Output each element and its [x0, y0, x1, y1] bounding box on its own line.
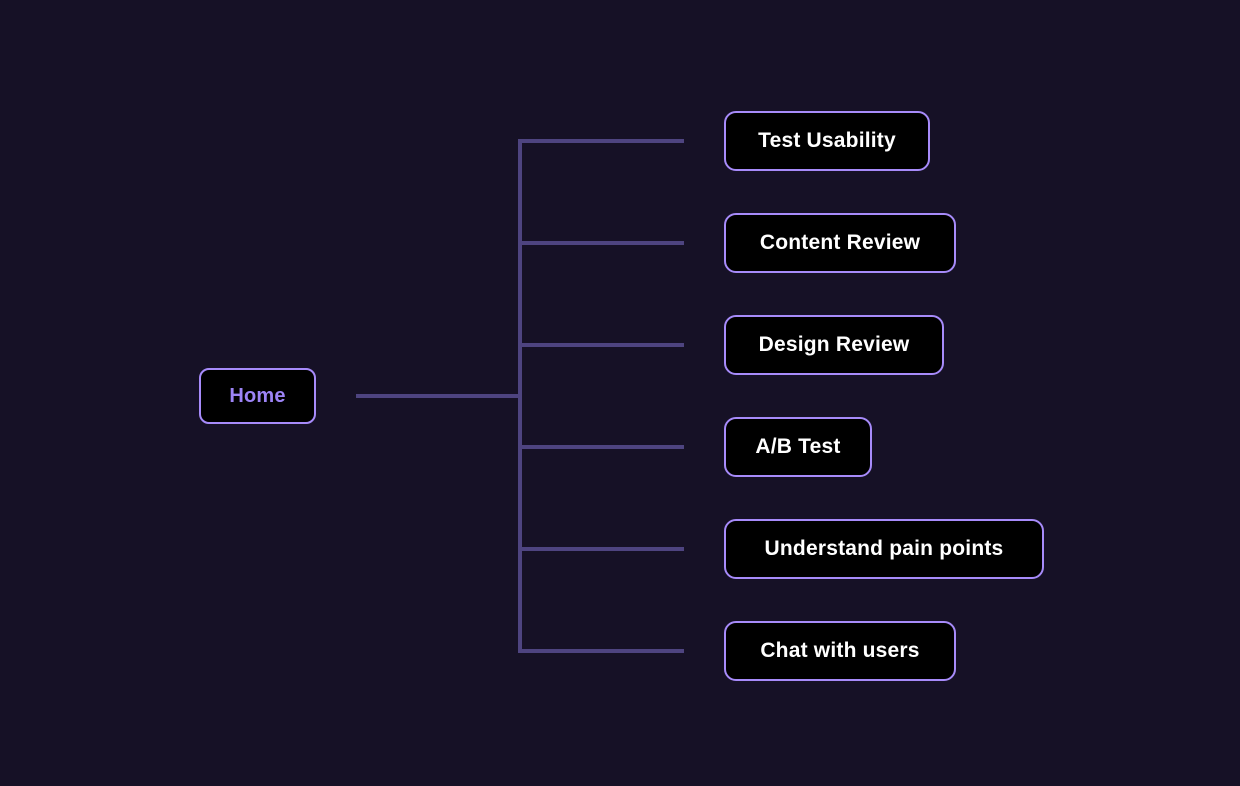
mindmap-node-chat-with-users[interactable]: Chat with users: [724, 621, 956, 681]
node-label: Design Review: [758, 333, 910, 356]
node-label: Content Review: [759, 231, 921, 254]
connector-branch-understand-pain-points: [518, 547, 684, 551]
connector-root-branch: [356, 394, 522, 398]
connector-branch-chat-with-users: [518, 649, 684, 653]
connector-branch-design-review: [518, 343, 684, 347]
mindmap-node-design-review[interactable]: Design Review: [724, 315, 944, 375]
mindmap-node-home[interactable]: Home: [199, 368, 316, 424]
mindmap-node-test-usability[interactable]: Test Usability: [724, 111, 930, 171]
mindmap-node-understand-pain-points[interactable]: Understand pain points: [724, 519, 1044, 579]
connector-branch-ab-test: [518, 445, 684, 449]
connector-branch-test-usability: [518, 139, 684, 143]
mindmap-node-ab-test[interactable]: A/B Test: [724, 417, 872, 477]
connector-trunk: [518, 139, 522, 653]
node-label: Understand pain points: [764, 537, 1004, 560]
node-label: Home: [229, 384, 286, 407]
node-label: Chat with users: [760, 639, 920, 662]
mindmap-node-content-review[interactable]: Content Review: [724, 213, 956, 273]
connector-branch-content-review: [518, 241, 684, 245]
node-label: Test Usability: [758, 129, 896, 152]
node-label: A/B Test: [755, 435, 841, 458]
